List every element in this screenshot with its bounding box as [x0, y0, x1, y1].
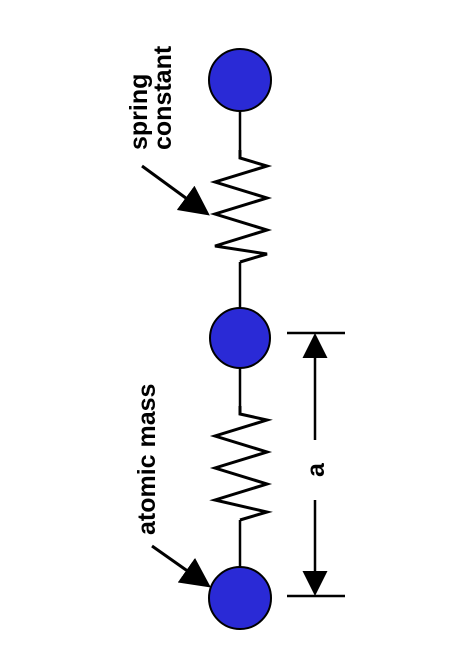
atomic-mass-pointer: [151, 544, 211, 588]
spring-constant-pointer: [141, 164, 210, 216]
lattice-constant-label: a: [302, 462, 330, 477]
spring-constant-label: spring constant: [125, 45, 177, 150]
spring-constant-line2: constant: [149, 45, 177, 150]
lower-spring: [209, 406, 273, 522]
spring-constant-line1: spring: [125, 74, 153, 150]
atomic-mass-label: atomic mass: [133, 384, 161, 535]
top-atom: [208, 48, 272, 112]
middle-atom: [209, 307, 271, 369]
bottom-atom: [208, 566, 272, 630]
upper-spring: [209, 150, 273, 264]
